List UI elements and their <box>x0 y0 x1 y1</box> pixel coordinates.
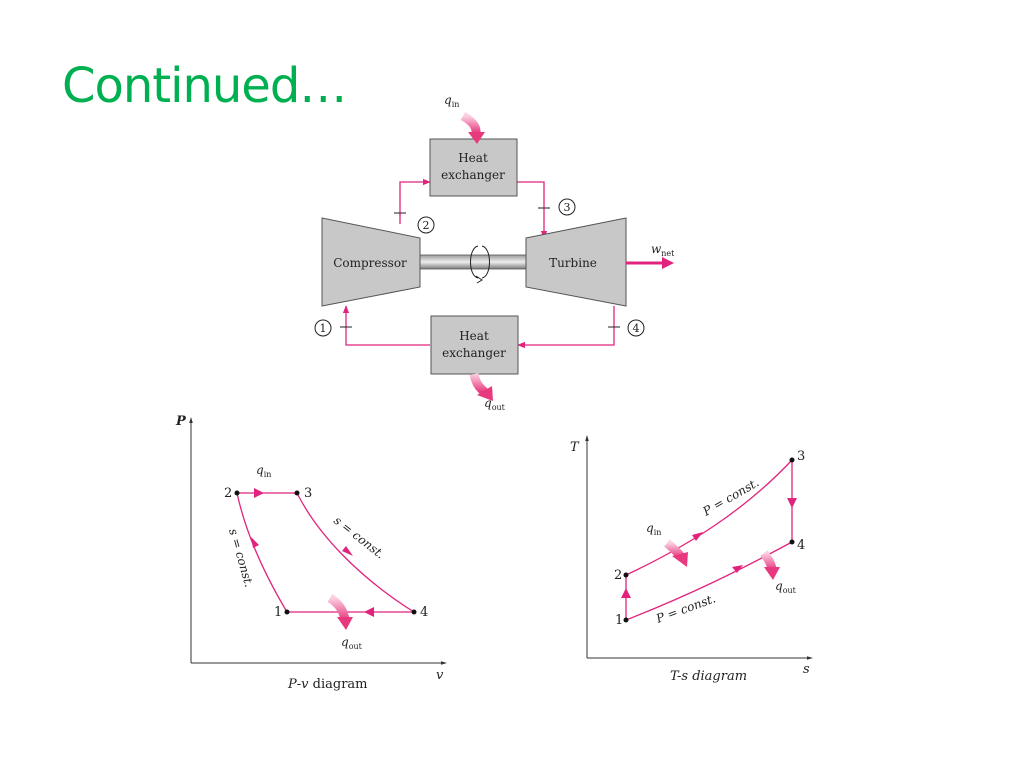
state-marker-4: 4 <box>627 319 645 337</box>
ts-point-2: 2 <box>614 568 622 583</box>
ts-x-axis-label: s <box>803 662 810 677</box>
pv-point-4: 4 <box>420 605 428 620</box>
flow-lines <box>342 178 615 349</box>
ts-q-out-label: qout <box>775 579 797 595</box>
svg-text:exchanger: exchanger <box>441 168 505 182</box>
svg-text:2: 2 <box>423 219 430 232</box>
pv-point-2: 2 <box>224 486 232 501</box>
state-marker-1: 1 <box>314 319 332 337</box>
compressor: Compressor <box>321 217 421 307</box>
ts-point-3: 3 <box>797 449 805 464</box>
turbine: Turbine <box>525 217 627 307</box>
pv-caption: P-v diagram <box>287 677 368 692</box>
heat-exchanger-bottom: Heat exchanger <box>430 315 519 375</box>
heat-in-arrow: qin <box>444 93 485 144</box>
pv-cycle-path <box>236 492 415 613</box>
w-net-label: wnet <box>651 242 675 258</box>
ts-heat-out-arrow: qout <box>760 550 797 595</box>
pv-y-axis-label: P <box>175 414 187 429</box>
heat-out-arrow: qout <box>469 373 506 412</box>
pv-s-const-left: s = const. <box>226 527 256 589</box>
pv-q-in-label: qin <box>256 463 271 479</box>
ts-p-const-lower: P = const. <box>653 591 717 626</box>
slide-title: Continued… <box>62 58 347 114</box>
svg-text:Turbine: Turbine <box>549 256 597 270</box>
svg-text:Heat: Heat <box>459 329 489 343</box>
svg-text:Heat: Heat <box>458 151 488 165</box>
pv-s-const-right: s = const. <box>331 513 387 561</box>
q-in-label: qin <box>444 93 459 109</box>
ts-point-1: 1 <box>615 613 623 628</box>
pv-point-3: 3 <box>304 486 312 501</box>
state-marker-3: 3 <box>558 198 576 216</box>
ts-point-4: 4 <box>797 538 805 553</box>
ts-heat-in-arrow <box>664 539 688 567</box>
svg-text:1: 1 <box>320 322 327 335</box>
q-out-label: qout <box>484 396 506 412</box>
pv-x-axis-label: v <box>436 668 444 683</box>
svg-text:Compressor: Compressor <box>333 256 407 270</box>
brayton-schematic: 2 3 4 1 Heat exchanger Heat exchanger <box>314 93 675 412</box>
svg-text:exchanger: exchanger <box>442 346 506 360</box>
shaft <box>419 245 527 284</box>
ts-diagram: T s T-s diagram 1 2 3 4 P = const. P = c… <box>570 435 813 684</box>
pv-diagram: P v P-v diagram 2 3 4 1 qin s = const. s… <box>175 414 447 692</box>
svg-text:3: 3 <box>564 201 571 214</box>
state-marker-2: 2 <box>417 216 435 234</box>
pv-heat-out-arrow: qout <box>327 594 363 651</box>
ts-q-in-label: qin <box>646 521 661 537</box>
ts-y-axis-label: T <box>570 440 580 455</box>
work-output-arrow: wnet <box>626 242 675 269</box>
ts-caption: T-s diagram <box>670 669 747 684</box>
pv-point-1: 1 <box>274 605 282 620</box>
pv-q-out-label: qout <box>341 635 363 651</box>
svg-text:4: 4 <box>633 322 640 335</box>
heat-exchanger-top: Heat exchanger <box>429 138 518 197</box>
